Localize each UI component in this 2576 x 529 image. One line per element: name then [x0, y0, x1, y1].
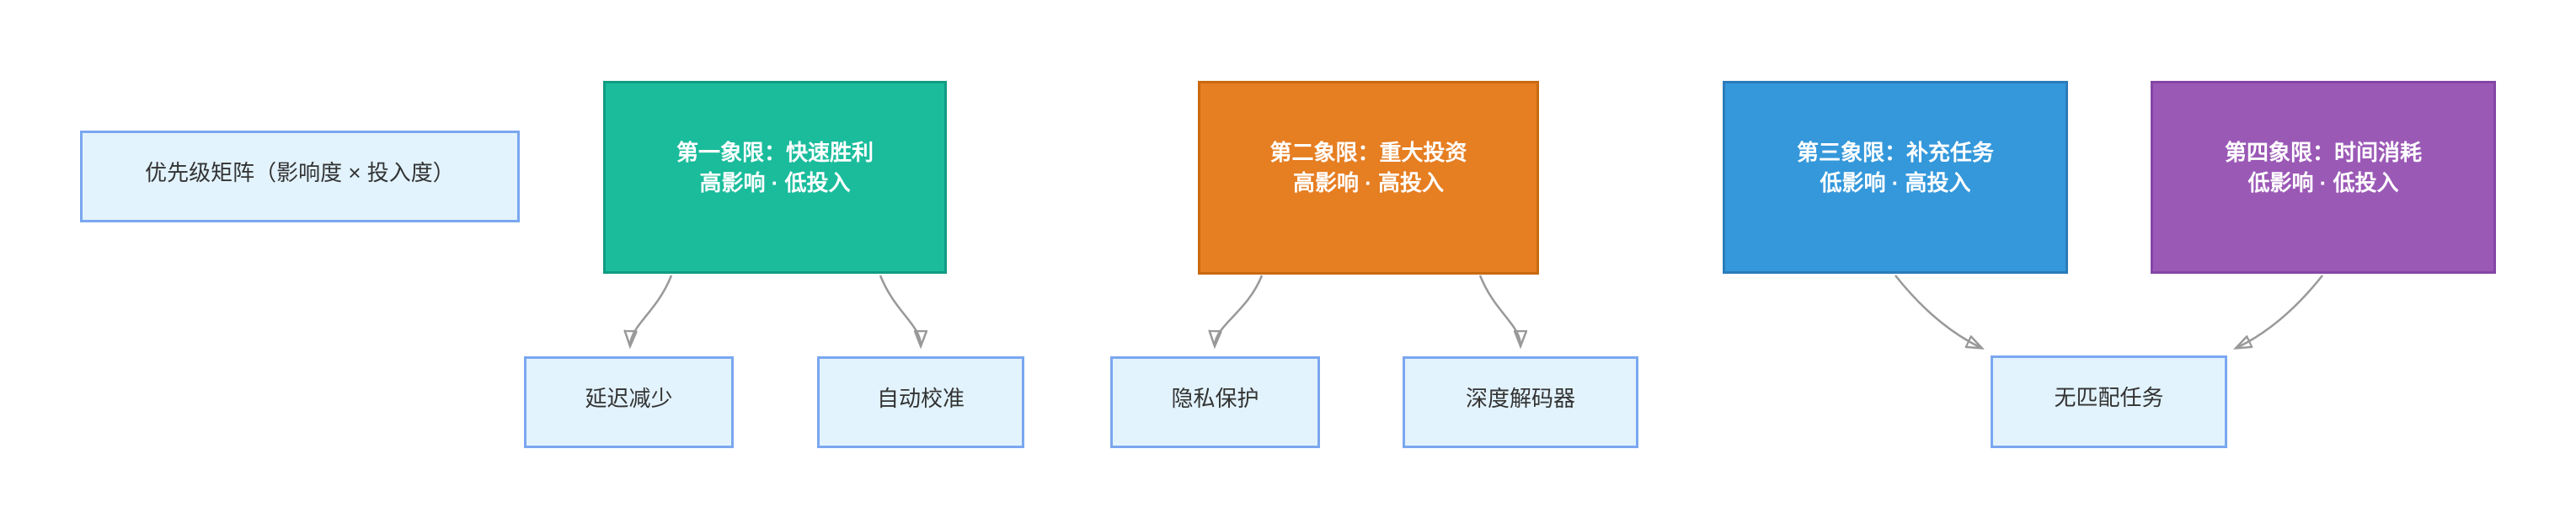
- priority-matrix-title-label: 优先级矩阵（影响度 × 投入度）: [145, 159, 455, 185]
- node-task-privacy-protection: 隐私保护: [1110, 356, 1320, 448]
- node-quadrant-2: 第二象限：重大投资 高影响 · 高投入: [1198, 81, 1539, 275]
- node-task-auto-calibration: 自动校准: [817, 356, 1024, 448]
- quadrant-3-title: 第三象限：补充任务: [1796, 139, 1994, 165]
- node-quadrant-3: 第三象限：补充任务 低影响 · 高投入: [1723, 81, 2068, 274]
- edge-quadrant1-latency: [630, 275, 673, 345]
- edge-quadrant1-calibration: [879, 275, 921, 345]
- quadrant-4-title: 第四象限：时间消耗: [2224, 139, 2422, 165]
- quadrant-1-title: 第一象限：快速胜利: [676, 139, 874, 165]
- quadrant-2-subtitle: 高影响 · 高投入: [1292, 170, 1445, 195]
- quadrant-4-subtitle: 低影响 · 低投入: [2247, 169, 2399, 195]
- task-privacy-protection-label: 隐私保护: [1171, 385, 1259, 411]
- edge-quadrant2-privacy: [1215, 275, 1264, 345]
- quadrant-1-subtitle: 高影响 · 低投入: [699, 169, 851, 195]
- task-unmatched-label: 无匹配任务: [2054, 385, 2164, 410]
- task-deep-decoder-label: 深度解码器: [1465, 385, 1575, 411]
- edge-quadrant2-decoder: [1478, 275, 1520, 345]
- quadrant-3-subtitle: 低影响 · 高投入: [1820, 169, 1971, 195]
- task-auto-calibration-label: 自动校准: [876, 385, 965, 411]
- quadrant-2-title: 第二象限：重大投资: [1269, 140, 1467, 165]
- node-priority-matrix-title: 优先级矩阵（影响度 × 投入度）: [80, 131, 520, 222]
- node-task-latency-reduction: 延迟减少: [524, 356, 734, 448]
- task-latency-reduction-label: 延迟减少: [585, 385, 673, 411]
- node-task-unmatched: 无匹配任务: [1991, 355, 2227, 448]
- node-quadrant-4: 第四象限：时间消耗 低影响 · 低投入: [2151, 81, 2496, 274]
- edge-quadrant4-unmatched: [2237, 275, 2323, 348]
- node-quadrant-1: 第一象限：快速胜利 高影响 · 低投入: [603, 81, 947, 274]
- edge-quadrant3-unmatched: [1895, 275, 1981, 348]
- node-task-deep-decoder: 深度解码器: [1403, 356, 1638, 448]
